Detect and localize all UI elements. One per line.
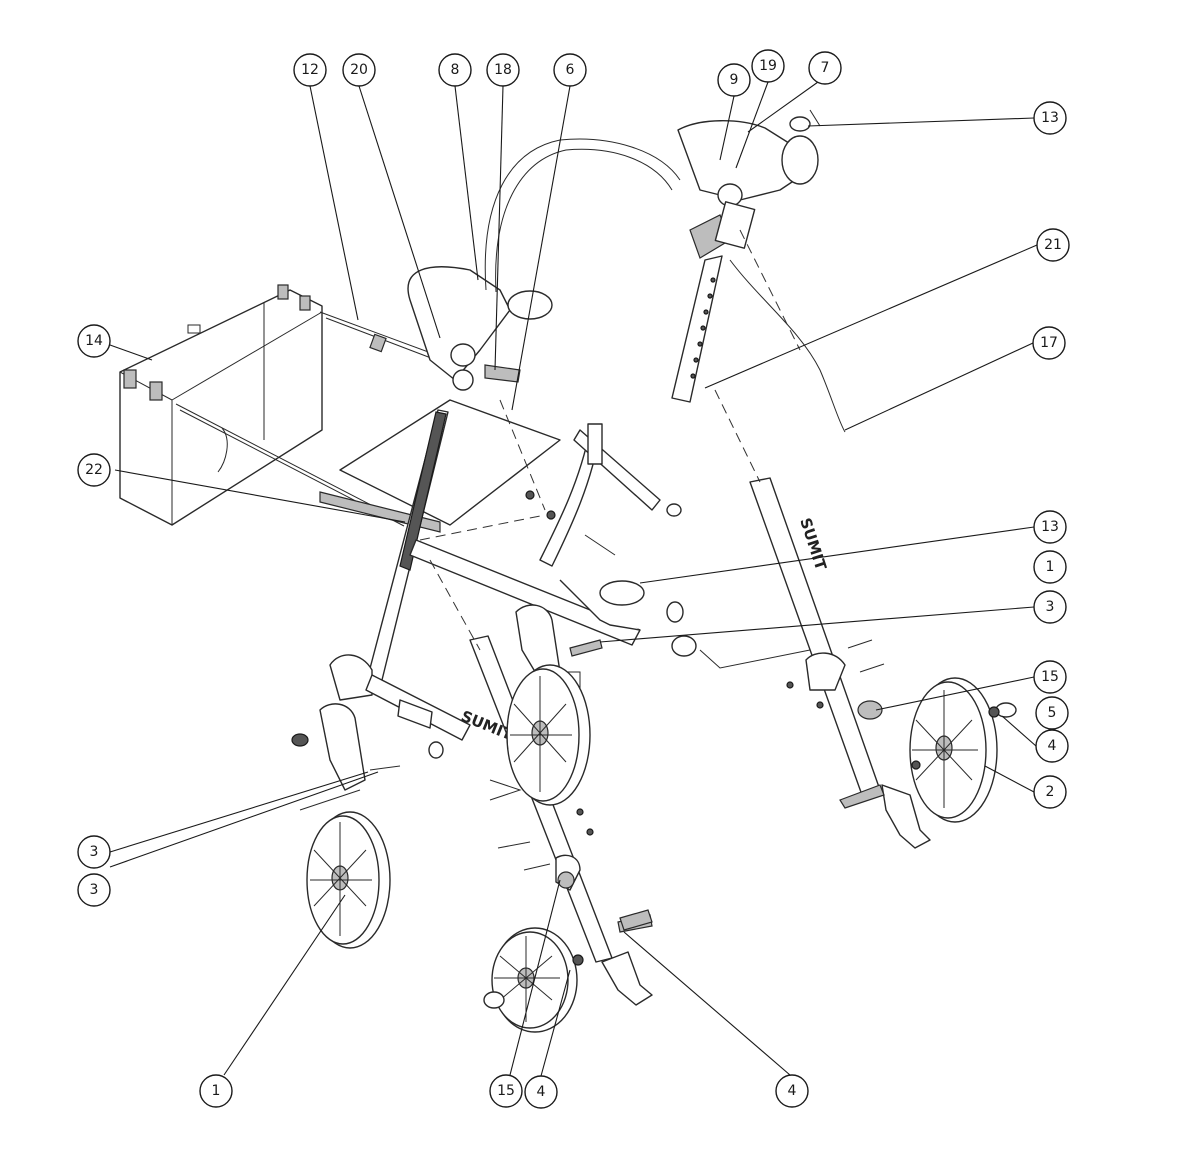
assembly-lines [419, 229, 811, 801]
callout-4-bottom-center-label: 4 [537, 1084, 546, 1100]
callout-12: 12 [293, 53, 327, 87]
callout-14: 14 [77, 324, 111, 358]
callout-6-label: 6 [566, 62, 575, 78]
callout-4-right-label: 4 [1048, 738, 1057, 754]
callout-1-bottom: 1 [199, 1074, 233, 1108]
callout-7: 7 [808, 51, 842, 85]
brake-cable [729, 259, 846, 433]
right-height-tube [671, 255, 723, 403]
callout-5-label: 5 [1048, 705, 1057, 721]
right-front-leg: SUMIT [749, 477, 931, 849]
callout-4-right: 4 [1035, 729, 1069, 763]
callout-2-label: 2 [1046, 784, 1055, 800]
callout-4-bottom-center: 4 [524, 1075, 558, 1109]
callout-9: 9 [717, 63, 751, 97]
callout-21: 21 [1036, 228, 1070, 262]
callout-5: 5 [1035, 696, 1069, 730]
basket [119, 284, 323, 526]
callout-17-label: 17 [1040, 335, 1058, 351]
center-frame [409, 423, 697, 657]
callout-7-label: 7 [821, 60, 830, 76]
callout-3-left-lower: 3 [77, 873, 111, 907]
callout-13-mid: 13 [1033, 510, 1067, 544]
callout-13-top-label: 13 [1041, 110, 1059, 126]
callout-13-top: 13 [1033, 101, 1067, 135]
left-handle [407, 138, 681, 391]
callout-3-right-label: 3 [1046, 599, 1055, 615]
callout-15-right-label: 15 [1041, 669, 1059, 685]
callout-15-bottom-label: 15 [497, 1083, 515, 1099]
callout-8: 8 [438, 53, 472, 87]
decal-brand-right: SUMIT [796, 516, 830, 573]
callout-17: 17 [1032, 326, 1066, 360]
wheel-front-right [909, 677, 998, 823]
callout-4-bottom-right: 4 [775, 1074, 809, 1108]
callout-3-left-upper-label: 3 [90, 844, 99, 860]
callout-8-label: 8 [451, 62, 460, 78]
callout-22: 22 [77, 453, 111, 487]
callout-15-right: 15 [1033, 660, 1067, 694]
callout-18: 18 [486, 53, 520, 87]
callout-1-right: 1 [1033, 550, 1067, 584]
callout-6: 6 [553, 53, 587, 87]
callout-9-label: 9 [730, 72, 739, 88]
callout-22-label: 22 [85, 462, 103, 478]
callout-3-left-upper: 3 [77, 835, 111, 869]
callout-20-label: 20 [350, 62, 368, 78]
rollator-parts: SUMIT SUMIT [119, 109, 1017, 1033]
callout-15-bottom: 15 [489, 1074, 523, 1108]
callout-19: 19 [751, 49, 785, 83]
callout-14-label: 14 [85, 333, 103, 349]
callout-2: 2 [1033, 775, 1067, 809]
hardware [428, 109, 1017, 966]
callout-13-mid-label: 13 [1041, 519, 1059, 535]
callout-12-label: 12 [301, 62, 319, 78]
callout-3-right: 3 [1033, 590, 1067, 624]
callout-18-label: 18 [494, 62, 512, 78]
left-rear-fork [291, 703, 401, 811]
wheel-front-left [483, 927, 578, 1033]
leader-lines [109, 81, 1038, 1077]
wheel-rear-left [306, 811, 391, 949]
left-frame [329, 409, 471, 741]
callout-3-left-lower-label: 3 [90, 882, 99, 898]
wheel-rear-center [506, 664, 591, 806]
callout-20: 20 [342, 53, 376, 87]
callout-19-label: 19 [759, 58, 777, 74]
right-handle [677, 120, 819, 259]
callout-balloons: 12 20 8 18 6 9 19 7 13 21 14 17 22 13 1 … [77, 49, 1070, 1109]
callout-4-bottom-right-label: 4 [788, 1083, 797, 1099]
callout-21-label: 21 [1044, 237, 1062, 253]
callout-1-right-label: 1 [1046, 559, 1055, 575]
callout-1-bottom-label: 1 [212, 1083, 221, 1099]
